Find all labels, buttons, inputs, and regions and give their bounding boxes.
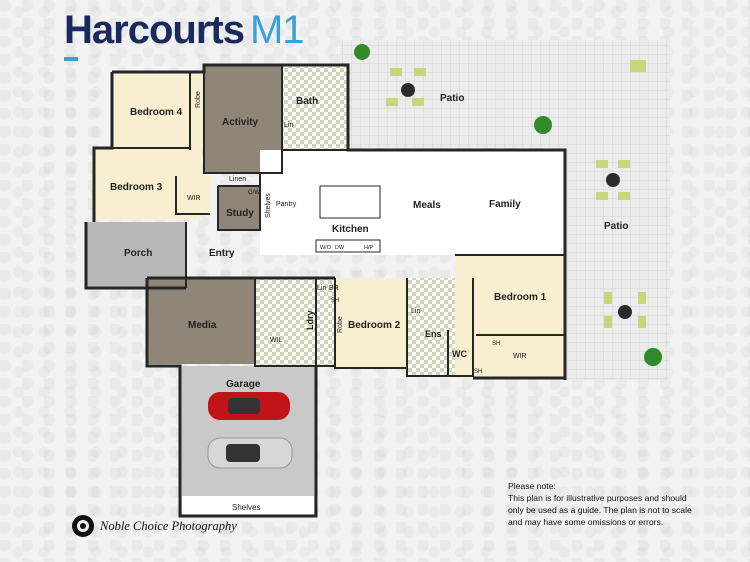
room-bedroom4 — [112, 72, 204, 150]
kitchen-island — [319, 185, 381, 219]
label-patio-right: Patio — [604, 221, 628, 232]
note-line-1: This plan is for illustrative purposes a… — [508, 493, 687, 503]
note-heading: Please note: — [508, 481, 556, 491]
room-laundry — [255, 278, 335, 366]
label-lin-hall: Lin — [317, 285, 326, 292]
room-bedroom2 — [335, 278, 407, 368]
palm-plant-icon — [354, 44, 662, 366]
label-hp: H/P — [364, 245, 374, 251]
disclaimer-note: Please note: This plan is for illustrati… — [508, 480, 738, 528]
room-living — [260, 150, 565, 255]
label-bath: Bath — [296, 96, 318, 107]
label-bedroom4: Bedroom 4 — [130, 107, 183, 118]
photographer-name: Noble Choice Photography — [100, 518, 237, 533]
label-ldry: Ldry — [305, 310, 315, 330]
kitchen-bench — [315, 239, 381, 253]
brand-name: Harcourts — [64, 8, 245, 52]
label-garage: Garage — [226, 379, 261, 390]
label-sh-hall: SH — [331, 298, 339, 304]
brand-accent-bar — [64, 57, 78, 61]
room-wir-b3 — [176, 176, 210, 214]
label-linen: Linen — [229, 176, 246, 183]
garage-shelves — [182, 496, 314, 516]
label-lin-bath: Lin — [284, 122, 293, 129]
note-line-2: only be used as a guide. The plan is not… — [508, 505, 692, 515]
photographer-logo-icon — [72, 515, 94, 537]
label-porch: Porch — [124, 248, 152, 259]
label-wir-b3: WIR — [187, 195, 201, 202]
label-wil: WIL — [270, 337, 283, 344]
label-patio-top: Patio — [440, 93, 464, 104]
label-gw: G/W — [248, 190, 260, 196]
room-bath — [282, 65, 348, 150]
label-media: Media — [188, 320, 217, 331]
room-robe-b4 — [190, 72, 204, 150]
label-activity: Activity — [222, 117, 259, 128]
brand-suffix: M1 — [249, 8, 305, 52]
red-car-icon — [208, 392, 290, 420]
room-media — [147, 278, 255, 364]
silver-car-icon — [207, 437, 293, 469]
label-meals: Meals — [413, 200, 441, 211]
label-bedroom1: Bedroom 1 — [494, 292, 547, 303]
note-line-3: and may have some omissions or errors. — [508, 517, 664, 527]
label-entry: Entry — [209, 248, 235, 259]
label-sh-wir: SH — [474, 369, 482, 375]
label-sh-b1: SH — [492, 341, 500, 347]
label-ens: Ens — [425, 329, 442, 339]
label-bedroom2: Bedroom 2 — [348, 320, 401, 331]
label-pantry: Pantry — [276, 201, 297, 208]
label-robe-b4: Robe — [195, 91, 202, 108]
patio-top — [340, 40, 670, 148]
label-family: Family — [489, 199, 521, 210]
label-wir-b1: WIR — [513, 353, 527, 360]
label-lin-ens: Lin — [411, 308, 420, 315]
label-dw: DW — [335, 245, 345, 251]
label-shelves-garage: Shelves — [232, 503, 260, 512]
label-br: BR — [329, 285, 339, 292]
outdoor-table-set-icon — [386, 60, 646, 328]
room-wir-b1 — [476, 335, 565, 378]
label-kitchen: Kitchen — [332, 224, 369, 235]
photographer-credit: Noble Choice Photography — [70, 513, 237, 539]
label-robe-b2: Robe — [337, 316, 344, 333]
label-bedroom3: Bedroom 3 — [110, 182, 163, 193]
label-study: Study — [226, 208, 254, 219]
label-wc: WC — [452, 349, 467, 359]
label-shelves-study: Shelves — [265, 193, 272, 218]
label-wo: W/O — [320, 245, 332, 251]
room-study — [218, 186, 260, 230]
